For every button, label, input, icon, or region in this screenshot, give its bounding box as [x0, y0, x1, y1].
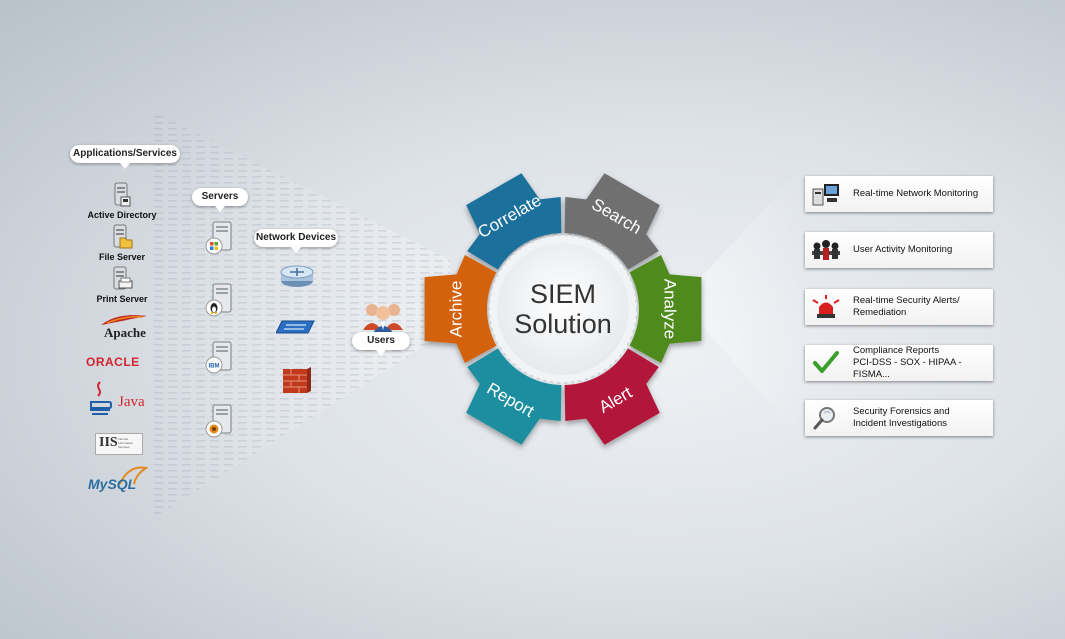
ibm-server-icon: IBM — [205, 341, 232, 374]
network-monitor-icon — [812, 184, 839, 206]
feature-line1: Compliance Reports — [853, 345, 940, 356]
feature-line1: Real-time Network Monitoring — [853, 188, 979, 199]
gear-segment-correlate — [466, 173, 562, 270]
users-group-icon — [812, 240, 840, 260]
feature-line2: Incident Investigations — [853, 418, 948, 429]
feature-line1: Security Forensics and — [853, 406, 950, 417]
generic-server-icon — [205, 404, 232, 438]
oracle-logo-text: ORACLE — [86, 355, 140, 369]
mysql-logo-text: MySQL — [88, 476, 137, 492]
print-server-icon — [113, 266, 133, 290]
feature-security-forensics: Security Forensics and Incident Investig… — [805, 400, 993, 436]
print-server-item: Print Server — [80, 266, 164, 304]
active-directory-item: Active Directory — [80, 182, 164, 220]
file-server-item: File Server — [80, 224, 164, 262]
applications-services-bubble: Applications/Services — [70, 145, 180, 169]
feature-text: Compliance Reports PCI-DSS - SOX - HIPAA… — [853, 345, 993, 381]
gear-segment-search — [564, 173, 660, 270]
magnifier-icon — [813, 407, 835, 430]
active-directory-label: Active Directory — [87, 210, 157, 220]
gear-label-analyze: Analyze — [661, 279, 680, 339]
iis-logo-text: IIS — [99, 435, 118, 450]
feature-text: Real-time Network Monitoring — [853, 176, 978, 212]
feature-security-alerts: Real-time Security Alerts/ Remediation — [805, 289, 993, 325]
gear-label-archive: Archive — [446, 281, 465, 338]
windows-server-icon — [205, 221, 232, 255]
feature-text: User Activity Monitoring — [853, 232, 952, 268]
apache-logo-text: Apache — [104, 325, 146, 340]
feature-network-monitoring: Real-time Network Monitoring — [805, 176, 993, 212]
ibm-badge-text: IBM — [209, 364, 220, 370]
iis-logo: IIS Internet Information Services — [95, 433, 143, 455]
java-logo-text: Java — [118, 394, 145, 410]
java-logo: Java — [88, 380, 158, 418]
siem-title: SIEM — [530, 279, 596, 309]
iis-logo-subtext: Internet Information Services — [118, 437, 134, 449]
gear-segment-report — [466, 348, 562, 445]
feature-line1: Real-time Security Alerts/ — [853, 295, 960, 306]
java-cup-icon — [90, 381, 112, 415]
checkmark-icon — [813, 351, 839, 373]
mysql-logo: MySQL — [86, 464, 152, 498]
apache-feather-icon — [101, 315, 147, 325]
feature-line2: Remediation — [853, 307, 907, 318]
print-server-label: Print Server — [96, 294, 148, 304]
feature-text: Real-time Security Alerts/ Remediation — [853, 289, 960, 325]
feature-user-activity: User Activity Monitoring — [805, 232, 993, 268]
feature-text: Security Forensics and Incident Investig… — [853, 400, 950, 436]
feature-line2: PCI-DSS - SOX - HIPAA - FISMA... — [853, 357, 962, 380]
users-label: Users — [352, 332, 410, 356]
gear-segment-analyze — [629, 255, 702, 363]
active-directory-icon — [114, 182, 131, 207]
mysql-dolphin-icon — [119, 466, 148, 485]
servers-bubble: Servers — [192, 188, 248, 212]
firewall-icon — [283, 367, 311, 393]
switch-icon — [276, 320, 315, 334]
users-group-icon — [363, 304, 403, 334]
gear-segment-alert — [564, 348, 660, 445]
linux-server-icon — [205, 283, 232, 317]
alarm-siren-icon — [812, 295, 840, 318]
oracle-logo: ORACLE — [86, 355, 148, 369]
gear-segment-archive — [424, 255, 497, 363]
solution-title: Solution — [514, 309, 612, 339]
file-server-label: File Server — [98, 252, 146, 262]
apache-logo: Apache — [95, 313, 155, 341]
feature-compliance-reports: Compliance Reports PCI-DSS - SOX - HIPAA… — [805, 345, 993, 381]
router-icon — [280, 265, 314, 287]
network-devices-bubble: Network Devices — [254, 229, 338, 253]
feature-line1: User Activity Monitoring — [853, 244, 953, 255]
file-server-icon — [113, 224, 133, 249]
gear-center — [497, 243, 629, 375]
